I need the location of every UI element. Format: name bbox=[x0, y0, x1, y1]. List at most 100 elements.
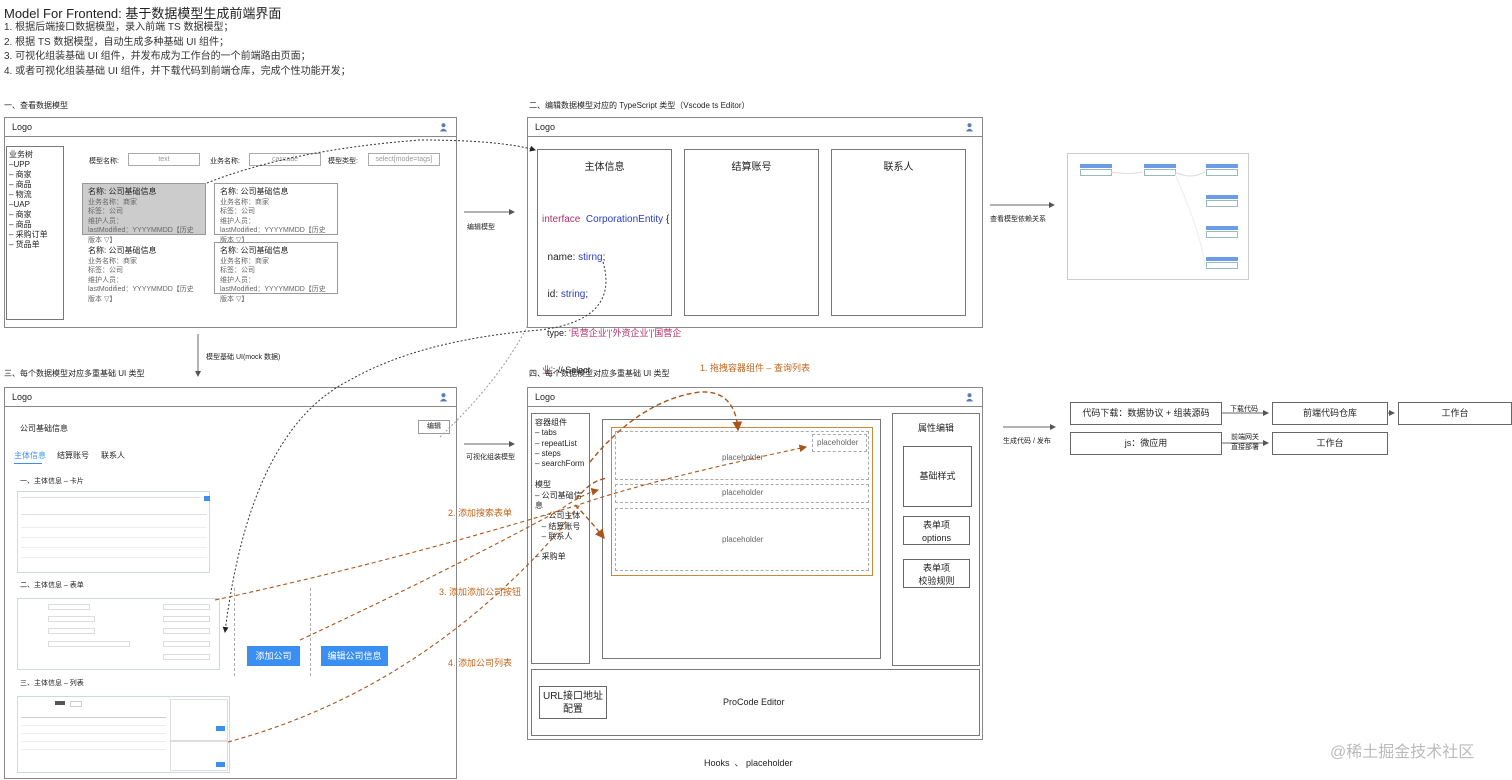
model-type-select[interactable]: select[mode=tags] bbox=[368, 153, 440, 166]
drag-connector-model bbox=[574, 504, 605, 540]
placeholder-slot[interactable]: placeholder bbox=[615, 508, 869, 571]
graph-node bbox=[1206, 169, 1238, 176]
edit-button[interactable]: 编辑 bbox=[418, 420, 450, 434]
canvas[interactable]: placeholder placeholder placeholder plac… bbox=[602, 419, 881, 659]
add-company-button[interactable]: 添加公司 bbox=[247, 646, 300, 666]
model-card[interactable]: 名称: 公司基础信息 业务名称：商家 标签：公司 维护人员： lastModif… bbox=[88, 246, 194, 303]
publish-label: 生成代码 / 发布 bbox=[1003, 438, 1051, 445]
drag-connector-3 bbox=[299, 488, 600, 641]
preview-content bbox=[48, 628, 95, 634]
container-item-repeatlist[interactable]: – repeatList bbox=[535, 438, 577, 448]
tree-item[interactable]: – 商品 bbox=[9, 180, 32, 189]
panel-title: 联系人 bbox=[883, 162, 914, 173]
code-line: interface CorporationEntity { bbox=[542, 214, 670, 225]
model-item[interactable]: – 公司基础信息 bbox=[535, 490, 582, 511]
model-name-input[interactable]: text bbox=[128, 153, 200, 166]
user-icon[interactable] bbox=[439, 122, 448, 132]
tab-active-indicator bbox=[14, 463, 42, 464]
preview-content bbox=[216, 726, 225, 731]
preview-content bbox=[204, 496, 210, 501]
card-section-title: 一、主体信息 – 卡片 bbox=[20, 478, 84, 485]
model-name-label: 模型名称: bbox=[89, 158, 119, 165]
panel-settlement[interactable]: 结算账号 bbox=[684, 149, 819, 316]
page-title: Model For Frontend: 基于数据模型生成前端界面 bbox=[4, 6, 282, 21]
model-type-label: 模型类型: bbox=[328, 158, 358, 165]
prop-form-options[interactable]: 表单项 options bbox=[903, 516, 970, 545]
company-page-title: 公司基础信息 bbox=[20, 424, 68, 433]
edit-company-button[interactable]: 编辑公司信息 bbox=[321, 646, 388, 666]
code-line: 业'; // Select bbox=[542, 365, 591, 375]
preview-content bbox=[21, 557, 207, 558]
placeholder-slot[interactable]: placeholder placeholder bbox=[615, 431, 869, 480]
tree-item[interactable]: – 商品 bbox=[9, 220, 32, 229]
download-code-label: 下载代码 bbox=[1230, 406, 1258, 413]
base-ui-window: Logo 公司基础信息 编辑 主体信息 结算账号 联系人 一、主体信息 – 卡片… bbox=[4, 387, 457, 779]
placeholder-text: placeholder bbox=[817, 438, 859, 447]
user-icon[interactable] bbox=[439, 392, 448, 402]
preview-content bbox=[170, 741, 228, 771]
preview-content bbox=[21, 537, 207, 538]
assemble-label: 可视化组装模型 bbox=[466, 454, 515, 461]
tab-main-info[interactable]: 主体信息 bbox=[14, 451, 46, 460]
container-item-steps[interactable]: – steps bbox=[535, 448, 561, 458]
query-list-container[interactable]: placeholder placeholder placeholder plac… bbox=[611, 427, 873, 576]
user-icon[interactable] bbox=[965, 392, 974, 402]
model-card[interactable]: 名称: 公司基础信息 业务名称：商家 标签：公司 维护人员： lastModif… bbox=[214, 242, 338, 303]
placeholder-text: placeholder bbox=[722, 535, 764, 544]
preview-content bbox=[21, 725, 166, 726]
dependency-graph[interactable] bbox=[1067, 153, 1249, 280]
procode-panel[interactable]: URL接口地址 配置 ProCode Editor bbox=[531, 669, 980, 736]
tab-settlement[interactable]: 结算账号 bbox=[57, 451, 89, 460]
tree-item[interactable]: –UAP bbox=[9, 200, 30, 209]
model-item[interactable]: – 联系人 bbox=[535, 531, 573, 541]
preview-content bbox=[163, 616, 210, 622]
component-panel: 容器组件 – tabs – repeatList – steps – searc… bbox=[531, 413, 590, 664]
model-card[interactable]: 名称: 公司基础信息 业务名称：商家 标签：公司 维护人员： lastModif… bbox=[214, 183, 338, 244]
business-tree[interactable]: 业务树 –UPP – 商家 – 商品 – 物流 –UAP – 商家 – 商品 –… bbox=[6, 146, 64, 320]
model-card[interactable]: 名称: 公司基础信息 业务名称：商家 标签：公司 维护人员： lastModif… bbox=[82, 183, 206, 244]
annotation-1: 1. 拖拽容器组件 – 查询列表 bbox=[700, 363, 811, 373]
section1-title: 一、查看数据模型 bbox=[4, 101, 68, 110]
section2-title: 二、编辑数据模型对应的 TypeScript 类型（Vscode ts Edit… bbox=[529, 101, 750, 110]
tab-contacts[interactable]: 联系人 bbox=[101, 451, 125, 460]
preview-content bbox=[48, 641, 130, 647]
annotation-3: 3. 添加添加公司按钮 bbox=[439, 587, 522, 597]
step-1: 1. 根据后端接口数据模型，录入前端 TS 数据模型； bbox=[4, 22, 234, 33]
tree-item[interactable]: –UPP bbox=[9, 160, 30, 169]
tree-item[interactable]: – 采购订单 bbox=[9, 230, 48, 239]
footer-note: Hooks 、 placeholder bbox=[704, 758, 793, 768]
preview-content bbox=[21, 514, 207, 515]
tree-item[interactable]: – 商家 bbox=[9, 170, 32, 179]
placeholder-text: placeholder bbox=[722, 453, 764, 462]
code-line: id: string; bbox=[542, 289, 589, 300]
tree-item[interactable]: – 货品单 bbox=[9, 240, 40, 249]
workbench-box[interactable]: 工作台 bbox=[1398, 402, 1512, 425]
model-item[interactable]: – 结算账号 bbox=[535, 521, 581, 531]
preview-content bbox=[163, 641, 210, 647]
micro-app-box[interactable]: js：微应用 bbox=[1070, 432, 1222, 455]
preview-content bbox=[216, 762, 225, 767]
divider bbox=[310, 588, 311, 676]
prop-form-validation[interactable]: 表单项 校验规则 bbox=[903, 559, 970, 588]
graph-node bbox=[1206, 164, 1238, 168]
annotation-4: 4. 添加公司列表 bbox=[448, 658, 513, 668]
container-group-title: 容器组件 bbox=[535, 418, 567, 427]
placeholder-slot[interactable]: placeholder bbox=[812, 434, 867, 452]
section3-title: 三、每个数据模型对应多重基础 UI 类型 bbox=[4, 369, 145, 378]
preview-content bbox=[21, 733, 166, 734]
model-item[interactable]: – 采购单 bbox=[535, 552, 566, 562]
panel-contacts[interactable]: 联系人 bbox=[831, 149, 966, 316]
preview-content bbox=[21, 749, 166, 750]
url-config-button[interactable]: URL接口地址 配置 bbox=[539, 686, 607, 719]
preview-content bbox=[163, 628, 210, 634]
preview-content bbox=[21, 497, 201, 498]
user-icon[interactable] bbox=[965, 122, 974, 132]
container-item-tabs[interactable]: – tabs bbox=[535, 428, 557, 438]
prop-base-style[interactable]: 基础样式 bbox=[903, 446, 972, 507]
tree-item[interactable]: – 商家 bbox=[9, 210, 32, 219]
container-item-searchform[interactable]: – searchForm bbox=[535, 459, 585, 469]
workbench-box[interactable]: 工作台 bbox=[1272, 432, 1388, 455]
preview-content bbox=[21, 547, 207, 548]
tree-item[interactable]: – 物流 bbox=[9, 190, 32, 199]
list-preview bbox=[17, 696, 230, 773]
